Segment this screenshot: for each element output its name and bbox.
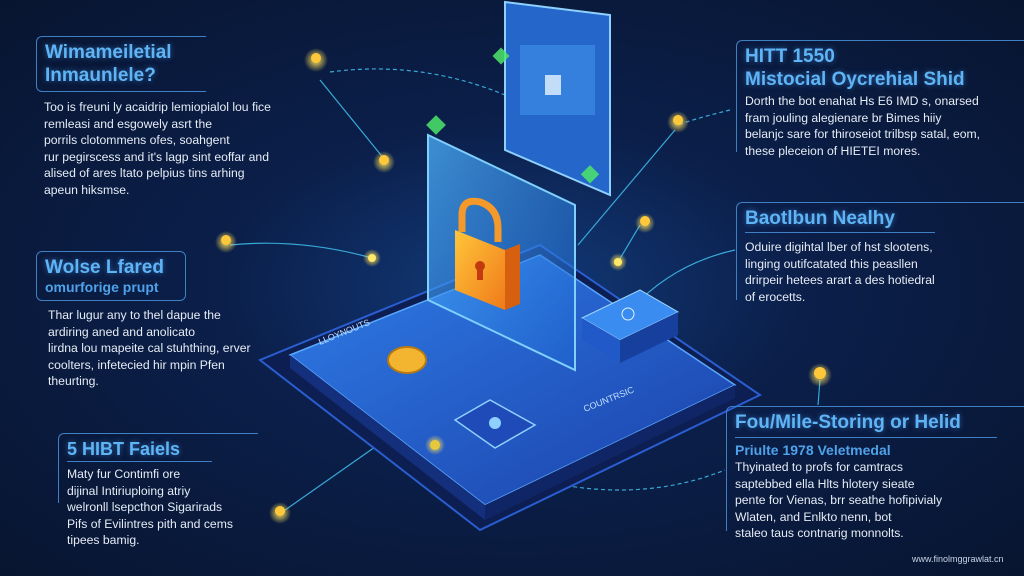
panel-text: Too is freuni ly acaidrip lemiopialol lo…: [44, 100, 271, 114]
shield-tile-icon: [453, 399, 537, 449]
panel-text: pente for Vienas, brr seathe hofipivialy: [735, 493, 943, 507]
connector-lines: [229, 68, 821, 516]
coin-icon: [387, 346, 427, 374]
panel-1: Wimameiletial Inmaunlele? Too is freuni …: [36, 36, 306, 198]
panel-subtitle: omurforige prupt: [45, 279, 159, 295]
panel-title: Wolse Lfared: [45, 257, 164, 278]
panel-text: alised of ares ltato pelpius tins arhing: [44, 166, 245, 180]
panel-3: Baotlbun Nealhy Oduire digihtal lber of …: [736, 202, 1024, 304]
panel-text: staleo taus contnarig monnolts.: [735, 526, 904, 540]
panel-text: linging outifcatated this peasllen: [745, 256, 918, 271]
panel-text: drirpeir hetees arart a des hotiedral: [745, 273, 935, 287]
panel-title: HITT 1550: [745, 46, 835, 67]
panel-title: Baotlbun Nealhy: [745, 207, 935, 233]
panel-text: Dorth the bot enahat Hs E6 IMD s, onarse…: [745, 94, 979, 108]
panel-text: fram jouling alegienare br Bimes hiiy: [745, 110, 942, 125]
server-box-icon: [580, 289, 680, 363]
panel-text: welronll lsepcthon Sigarirads: [67, 500, 223, 514]
panel-text: Wlaten, and Enlkto nenn, bot: [735, 509, 892, 524]
panel-text: belanjc sare for thiroseiot trilbsp sata…: [745, 127, 981, 141]
panel-text: Maty fur Contimfi ore: [67, 467, 181, 481]
panel-text: apeun hiksmse.: [44, 182, 130, 197]
panel-text: theurting.: [48, 374, 99, 388]
panel-text: Oduire digihtal lber of hst slootens,: [745, 240, 933, 254]
panel-text: Thyinated to profs for camtracs: [735, 460, 903, 474]
panel-text: Pifs of Evilintres pith and cems: [67, 516, 233, 531]
panel-text: lirdna lou mapeite cal stuhthing, erver: [48, 341, 251, 355]
footer-url: www.finolmggrawlat.cn: [912, 554, 1004, 564]
panel-text: of erocetts.: [745, 289, 806, 304]
panel-text: dijinal Intiriuploing atriy: [67, 483, 191, 498]
panel-title: Mistocial Oycrehial Shid: [745, 69, 965, 90]
panel-text: ardiring aned and anolicato: [48, 324, 196, 339]
panel-4: Wolse Lfared omurforige prupt Thar lugur…: [36, 251, 266, 390]
panel-title: Wimameiletial: [45, 42, 172, 63]
panel-text: these pleceion of HIETEI mores.: [745, 143, 921, 158]
panel-text: rur pegirscess and it's lagp sint eoffar…: [44, 149, 269, 164]
panel-2: HITT 1550 Mistocial Oycrehial Shid Dorth…: [736, 40, 1024, 158]
panel-subtitle: Priulte 1978 Veletmedal: [735, 442, 891, 458]
panel-text: saptebbed ella Hlts hlotery sieate: [735, 476, 915, 491]
padlock-icon: [455, 197, 520, 310]
panel-text: Thar lugur any to thel dapue the: [48, 308, 221, 322]
panel-text: tipees bamig.: [67, 533, 140, 547]
lightbulb-nodes: [215, 48, 832, 524]
floating-document-window: [504, 0, 611, 197]
panel-title: 5 HIBT Faiels: [67, 438, 212, 462]
panel-5: 5 HIBT Faiels Maty fur Contimfi ore diji…: [58, 433, 258, 547]
panel-title: Inmaunlele?: [45, 65, 156, 86]
panel-text: porrils clotommens ofes, soahgent: [44, 133, 230, 147]
panel-text: remleasi and esgowely asrt the: [44, 116, 213, 131]
panel-6: Fou/Mile-Storing or Helid Priulte 1978 V…: [726, 406, 1024, 540]
panel-text: coolters, infetecied hir mpin Pfen: [48, 357, 225, 372]
panel-title: Fou/Mile-Storing or Helid: [735, 411, 997, 438]
